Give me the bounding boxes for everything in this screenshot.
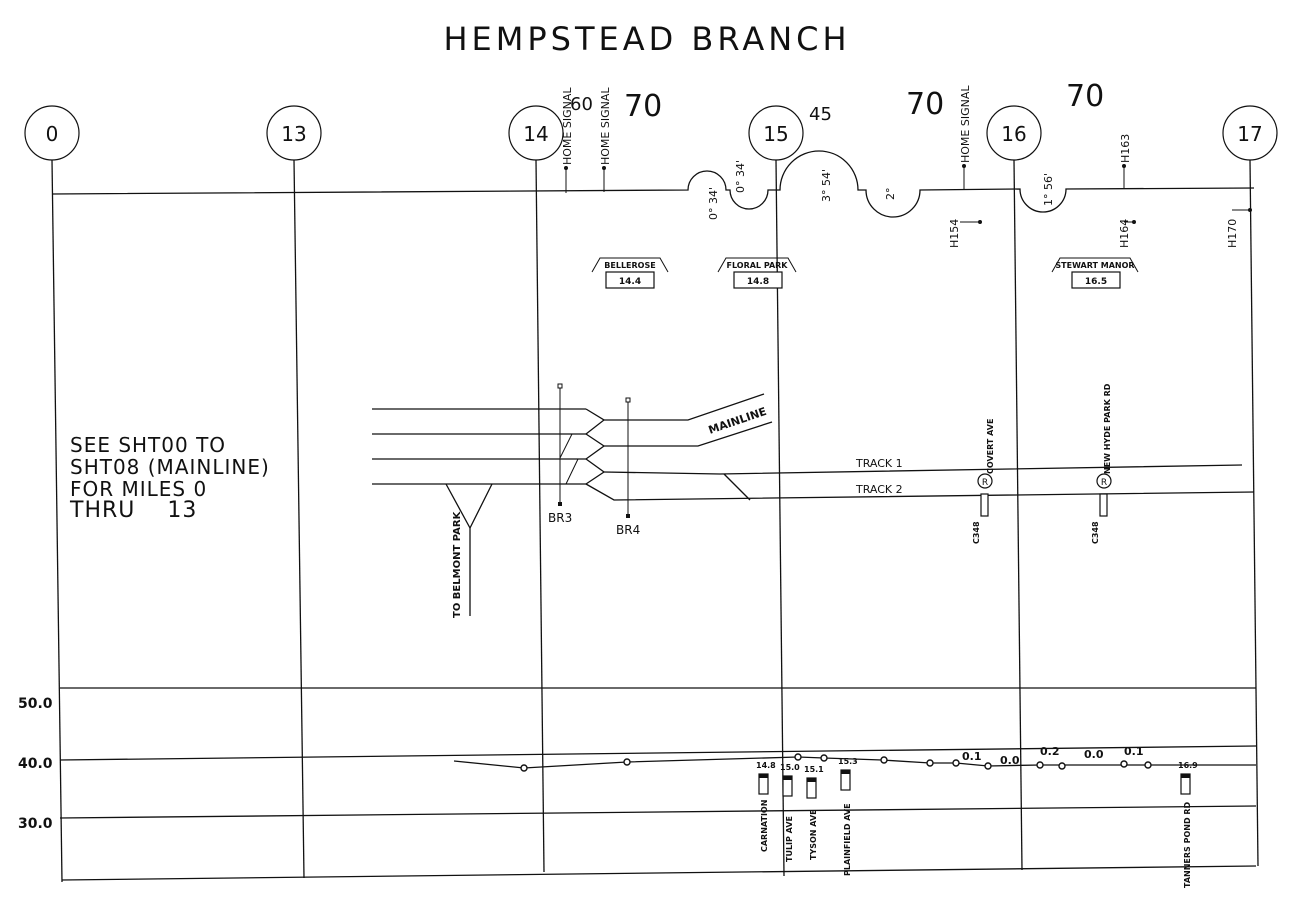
milepost-markers: 0 13 14 15 16 17: [24, 105, 1278, 161]
crossing-covert-ave: R COVERT AVE C348: [972, 419, 995, 544]
milepost-label: 17: [1237, 122, 1262, 146]
milepost-label: 0: [46, 122, 59, 146]
crossing-name: TULIP AVE: [785, 816, 794, 862]
signal-label: H164: [1118, 219, 1131, 248]
station-bellerose: BELLEROSE 14.4: [591, 257, 669, 289]
crossing-mile: 14.8: [756, 761, 776, 770]
station-name: FLORAL PARK: [727, 261, 789, 270]
grade-label: 0.2: [1040, 745, 1060, 758]
track-2-label: TRACK 2: [855, 483, 903, 496]
sheet-reference-note: SEE SHT00 TO SHT08 (MAINLINE) FOR MILES …: [69, 433, 270, 523]
milepost-15: 15: [748, 105, 804, 161]
speed-limit: 60: [570, 94, 593, 115]
crossing-symbol: R: [1101, 478, 1107, 488]
track-layout: MAINLINE TRACK 1 TRACK 2 TO BELMONT PARK…: [372, 383, 1255, 618]
crossing-new-hyde-park-rd: R NEW HYDE PARK RD C348: [1091, 383, 1112, 544]
curve-label: 1° 56': [1042, 173, 1055, 206]
speed-limit: 70: [1066, 79, 1104, 114]
note-line: SEE SHT00 TO: [70, 433, 226, 457]
milepost-14: 14: [508, 105, 564, 161]
signal-label: H154: [948, 219, 961, 248]
crossing-id: C348: [1091, 521, 1100, 544]
profile-grid: 50.0 40.0 30.0: [18, 687, 1257, 881]
track-1-label: TRACK 1: [855, 457, 903, 470]
station-mile: 16.5: [1085, 277, 1107, 287]
crossing-id: C348: [972, 521, 981, 544]
home-signal-label: HOME SIGNAL: [959, 85, 972, 163]
crossing-road-name: COVERT AVE: [986, 419, 995, 474]
signals: HOME SIGNAL HOME SIGNAL HOME SIGNAL H154…: [561, 85, 1252, 248]
curve-label: 2°: [884, 188, 897, 201]
interlocking-label: BR3: [548, 511, 572, 525]
milepost-0: 0: [24, 105, 80, 161]
profile-crossings: 14.8 CARNATION 15.0 TULIP AVE 15.1 TYSON…: [756, 757, 1198, 888]
curve-label: 3° 54': [820, 169, 833, 202]
elevation-label: 40.0: [18, 756, 53, 772]
elevation-label: 50.0: [18, 696, 53, 712]
profile-crossing: 14.8 CARNATION: [756, 761, 776, 852]
note-line: FOR MILES 0: [70, 477, 207, 501]
signal-label: H163: [1119, 134, 1132, 163]
milepost-label: 15: [763, 122, 788, 146]
speed-limit: 45: [809, 104, 832, 125]
home-signal-label: HOME SIGNAL: [561, 87, 574, 165]
elevation-profile: 0.1 0.0 0.2 0.0 0.1: [453, 745, 1256, 772]
curvature-line: [51, 150, 1255, 218]
milepost-13: 13: [266, 105, 322, 161]
crossing-name: TANNERS POND RD: [1183, 801, 1192, 888]
elevation-label: 30.0: [18, 816, 53, 832]
grade-label: 0.0: [1084, 748, 1104, 761]
speed-limit: 70: [624, 89, 662, 124]
grade-label: 0.1: [962, 750, 982, 763]
station-floral-park: FLORAL PARK 14.8: [717, 257, 797, 289]
home-signal-label: HOME SIGNAL: [599, 87, 612, 165]
chart-title: HEMPSTEAD BRANCH: [443, 20, 850, 58]
profile-crossing: 16.9 TANNERS POND RD: [1178, 761, 1198, 888]
milepost-label: 16: [1001, 122, 1026, 146]
speed-limit: 70: [906, 87, 944, 122]
crossing-mile: 15.0: [780, 763, 800, 772]
curve-label: 0° 34': [734, 160, 747, 193]
curve-labels: 0° 34' 0° 34' 3° 54' 2° 1° 56': [707, 160, 1055, 220]
signal-label: H170: [1226, 219, 1239, 248]
crossing-mile: 16.9: [1178, 761, 1198, 770]
interlocking-label: BR4: [616, 523, 640, 537]
profile-crossing: 15.1 TYSON AVE: [804, 765, 824, 860]
station-name: BELLEROSE: [604, 261, 655, 270]
mainline-label: MAINLINE: [707, 405, 769, 437]
station-stewart-manor: STEWART MANOR 16.5: [1051, 257, 1139, 289]
profile-crossing: 15.0 TULIP AVE: [780, 763, 800, 862]
note-line: THRU 13: [69, 498, 197, 523]
profile-crossing: 15.3 PLAINFIELD AVE: [838, 757, 858, 876]
grade-label: 0.0: [1000, 754, 1020, 767]
milepost-label: 13: [281, 122, 306, 146]
station-name: STEWART MANOR: [1055, 261, 1134, 270]
crossing-mile: 15.1: [804, 765, 824, 774]
milepost-label: 14: [523, 122, 548, 146]
milepost-16: 16: [986, 105, 1042, 161]
belmont-branch-label: TO BELMONT PARK: [452, 510, 463, 618]
curve-label: 0° 34': [707, 187, 720, 220]
station-mile: 14.8: [747, 277, 769, 287]
crossing-mile: 15.3: [838, 757, 858, 766]
crossing-name: TYSON AVE: [809, 809, 818, 860]
speed-limits: 60 70 45 70 70: [570, 79, 1104, 125]
station-mile: 14.4: [619, 277, 641, 287]
crossing-name: CARNATION: [760, 800, 769, 852]
crossing-symbol: R: [982, 478, 988, 488]
crossing-road-name: NEW HYDE PARK RD: [1103, 383, 1112, 474]
milepost-17: 17: [1222, 105, 1278, 161]
grade-label: 0.1: [1124, 745, 1144, 758]
crossing-name: PLAINFIELD AVE: [843, 803, 852, 876]
note-line: SHT08 (MAINLINE): [70, 455, 270, 479]
